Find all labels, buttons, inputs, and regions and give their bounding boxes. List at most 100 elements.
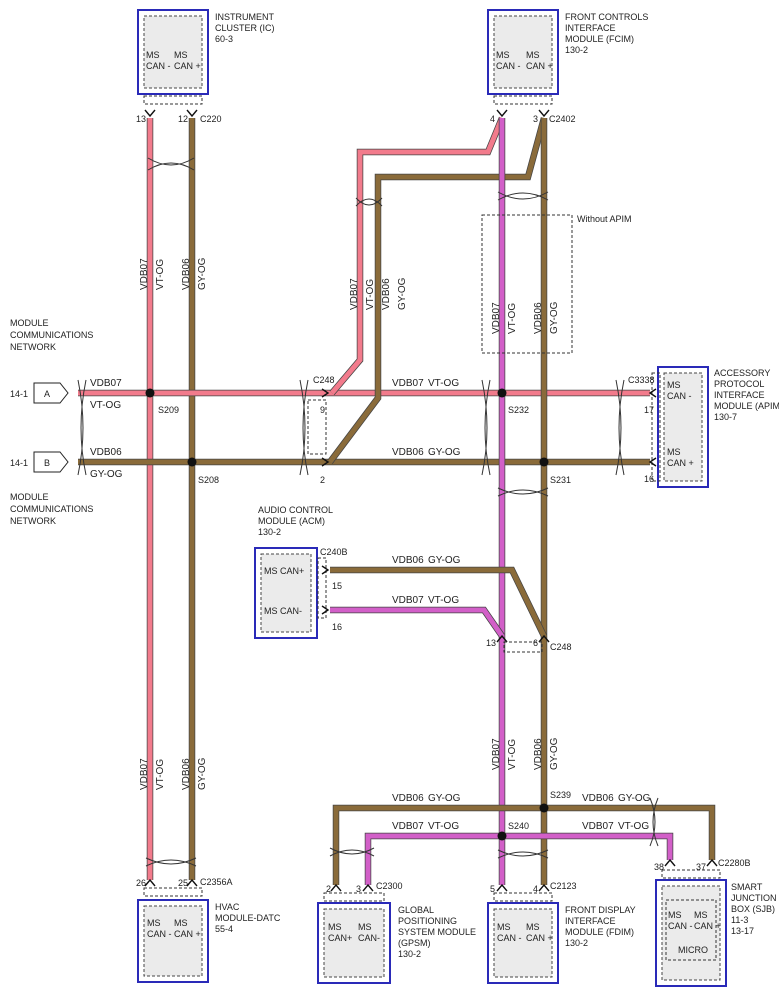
svg-text:C2300: C2300 [376,881,403,891]
svg-text:ACCESSORY: ACCESSORY [714,368,770,378]
svg-text:130-2: 130-2 [398,949,421,959]
svg-text:MS: MS [147,918,161,928]
svg-text:VDB06: VDB06 [181,758,192,790]
svg-text:GY-OG: GY-OG [397,277,408,310]
svg-text:MODULE (ACM): MODULE (ACM) [258,516,325,526]
svg-text:MS: MS [694,910,708,920]
wire-s239-branch-core [333,805,715,885]
svg-text:COMMUNICATIONS: COMMUNICATIONS [10,504,93,514]
module-fdim: MS CAN - MS CAN + FRONT DISPLAY INTERFAC… [487,892,636,984]
c248-top-shell [307,399,327,455]
svg-text:VDB06: VDB06 [392,555,424,566]
svg-text:15: 15 [332,581,342,591]
svg-text:CAN -: CAN - [147,929,172,939]
svg-text:COMMUNICATIONS: COMMUNICATIONS [10,330,93,340]
svg-text:MS: MS [174,918,188,928]
svg-text:16: 16 [332,622,342,632]
svg-text:VDB07: VDB07 [139,258,150,290]
svg-text:13: 13 [486,638,496,648]
c248-mid-shell [503,641,543,653]
svg-text:130-7: 130-7 [714,412,737,422]
svg-text:A: A [44,389,50,399]
svg-text:GY-OG: GY-OG [428,793,461,804]
svg-text:VDB07: VDB07 [90,378,122,389]
svg-text:C248: C248 [550,642,572,652]
svg-text:CAN -: CAN - [146,61,171,71]
svg-text:GY-OG: GY-OG [549,301,560,334]
module-instrument-cluster: MS CAN - MS CAN + INSTRUMENT CLUSTER (IC… [137,9,275,105]
svg-text:VDB07: VDB07 [582,821,614,832]
splice-labels: S209 S208 S232 S231 S239 S240 [158,405,571,831]
svg-text:VDB07: VDB07 [491,738,502,770]
svg-text:MODULE: MODULE [10,492,49,502]
svg-text:GY-OG: GY-OG [197,257,208,290]
wire-labels: VDB07 VT-OG VDB06 GY-OG VDB07 VT-OG VDB0… [90,257,651,832]
svg-text:GY-OG: GY-OG [549,737,560,770]
svg-text:CAN +: CAN + [174,61,201,71]
svg-text:VDB07: VDB07 [349,278,360,310]
svg-text:60-3: 60-3 [215,34,233,44]
svg-text:C2356A: C2356A [200,877,233,887]
svg-text:VDB07: VDB07 [491,302,502,334]
svg-text:MS: MS [667,447,681,457]
svg-text:VDB06: VDB06 [582,793,614,804]
svg-text:C2280B: C2280B [718,858,751,868]
connector-labels: C220 C2402 C248 C3338 C240B C248 C2356A … [200,114,751,891]
svg-text:VDB06: VDB06 [392,793,424,804]
svg-text:INTERFACE: INTERFACE [565,23,616,33]
svg-text:37: 37 [696,862,706,872]
svg-text:NETWORK: NETWORK [10,516,56,526]
svg-text:MS: MS [526,922,540,932]
svg-text:CAN -: CAN - [496,61,521,71]
svg-text:VDB06: VDB06 [90,447,122,458]
svg-text:4: 4 [490,114,495,124]
svg-text:MODULE (FCIM): MODULE (FCIM) [565,34,634,44]
svg-text:VDB07: VDB07 [392,378,424,389]
svg-text:3: 3 [356,884,361,894]
svg-text:5: 5 [490,884,495,894]
module-hvac: MS CAN - MS CAN + HVAC MODULE-DATC 55-4 [137,887,281,983]
wire-s239-branch [332,804,716,885]
svg-text:MS CAN-: MS CAN- [264,606,302,616]
wire-acm-vdb07-core [330,607,505,638]
svg-text:VDB06: VDB06 [181,258,192,290]
svg-text:VDB06: VDB06 [533,302,544,334]
svg-text:GY-OG: GY-OG [90,469,123,480]
svg-text:CAN +: CAN + [694,921,721,931]
svg-text:MS: MS [668,910,682,920]
svg-text:2: 2 [320,475,325,485]
svg-text:INTERFACE: INTERFACE [565,916,616,926]
svg-text:VT-OG: VT-OG [428,378,459,389]
svg-text:CAN -: CAN - [497,933,522,943]
svg-text:16: 16 [644,474,654,484]
svg-text:CAN -: CAN - [667,391,692,401]
svg-text:B: B [44,458,50,468]
svg-text:VT-OG: VT-OG [507,303,518,334]
svg-text:VT-OG: VT-OG [90,400,121,411]
svg-text:CAN +: CAN + [667,458,694,468]
svg-text:MODULE (FDIM): MODULE (FDIM) [565,927,634,937]
svg-text:FRONT CONTROLS: FRONT CONTROLS [565,12,648,22]
svg-text:VT-OG: VT-OG [428,595,459,606]
svg-text:S240: S240 [508,821,529,831]
network-labels: MODULE COMMUNICATIONS NETWORK MODULE COM… [10,318,93,526]
svg-text:MS: MS [358,922,372,932]
svg-text:VT-OG: VT-OG [507,739,518,770]
svg-text:(GPSM): (GPSM) [398,938,431,948]
svg-text:2: 2 [326,884,331,894]
svg-text:FRONT DISPLAY: FRONT DISPLAY [565,905,636,915]
net-flag-a [33,382,69,404]
without-apim-note: Without APIM [577,214,632,224]
svg-text:38: 38 [654,862,664,872]
svg-text:S231: S231 [550,475,571,485]
svg-text:130-2: 130-2 [565,938,588,948]
svg-text:VT-OG: VT-OG [155,759,166,790]
wire-c248-fcim-vdb06-core [328,117,547,464]
svg-text:VT-OG: VT-OG [428,821,459,832]
wires [78,116,716,885]
svg-text:VT-OG: VT-OG [155,259,166,290]
twisted-pair-markers [77,157,659,867]
svg-text:MS CAN+: MS CAN+ [264,566,304,576]
svg-text:13-17: 13-17 [731,926,754,936]
